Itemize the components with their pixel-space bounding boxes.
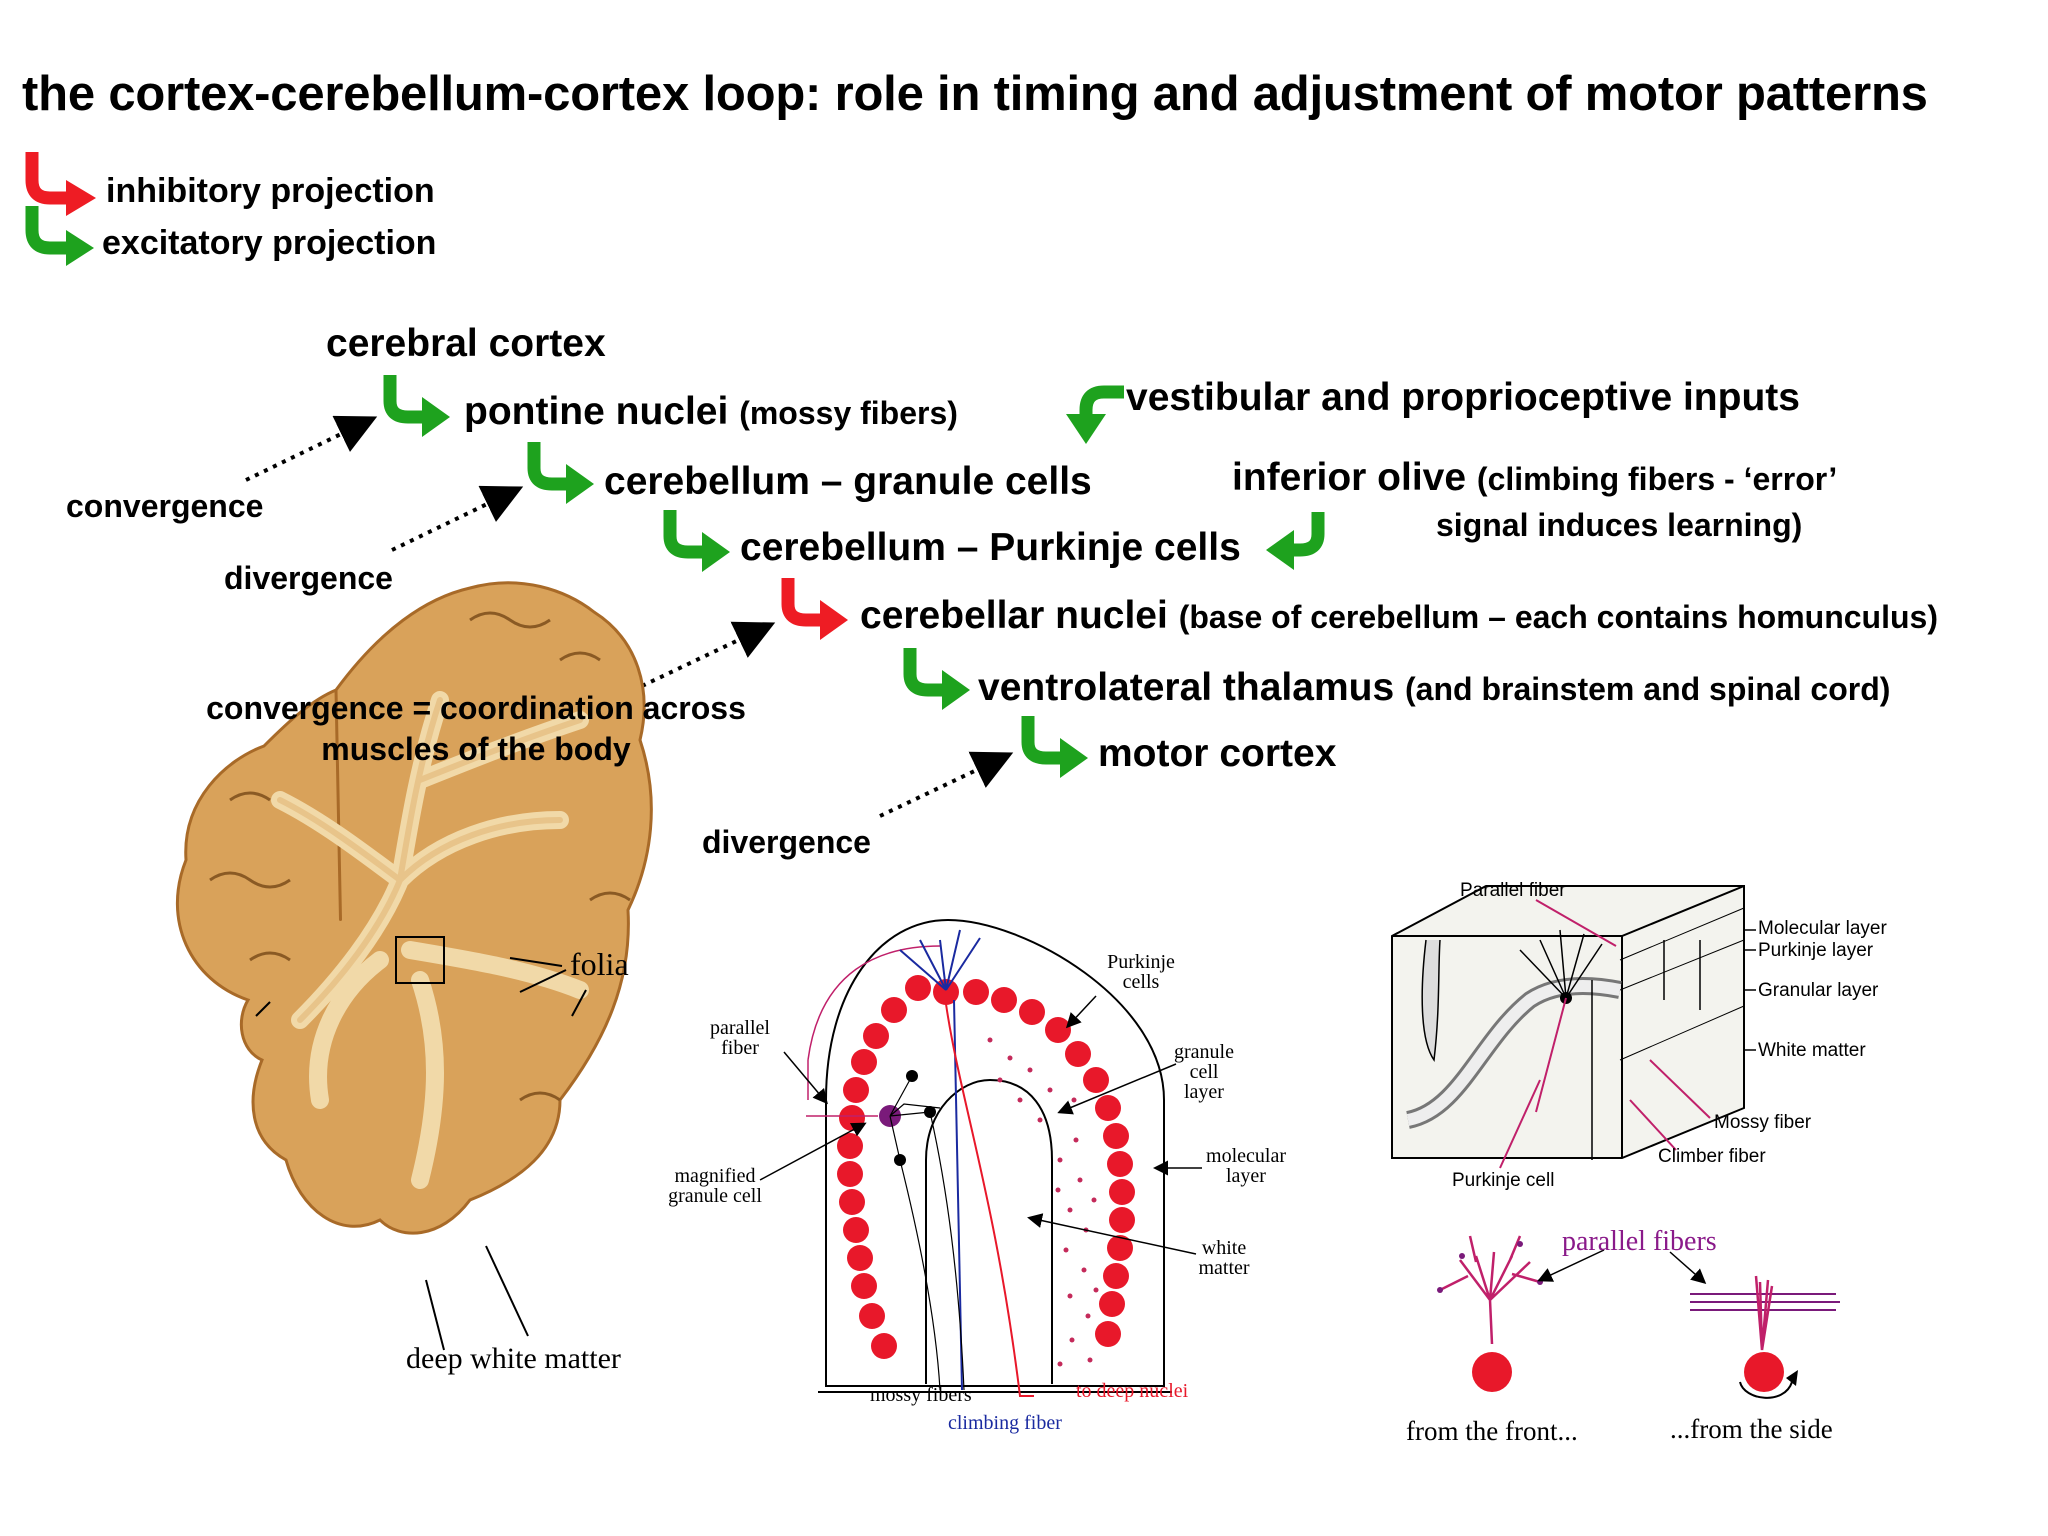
node-cerebellar-nuclei: cerebellar nuclei (base of cerebellum – …	[860, 594, 1938, 638]
node-olive-label: inferior olive	[1232, 456, 1467, 499]
convergence-pointer-1	[245, 415, 378, 482]
fig2-purkinje-line1: Purkinje	[1107, 951, 1175, 973]
node-pontine-nuclei: pontine nuclei (mossy fibers)	[464, 390, 958, 434]
node-olive-sub2: signal induces learning)	[1436, 507, 1803, 543]
excitatory-arrow-thalamus-motor	[1021, 716, 1088, 778]
excitatory-arrow-cortex-pontine	[383, 375, 450, 437]
fig3-white-matter-label: White matter	[1758, 1040, 1866, 1061]
fig3-climber-fiber-label: Climber fiber	[1658, 1146, 1766, 1167]
fig2-granule-line1: granule	[1174, 1041, 1234, 1063]
purkinje-front-view	[1437, 1235, 1543, 1392]
node-vestibular: vestibular and proprioceptive inputs	[1126, 376, 1800, 419]
node-granule-cells: cerebellum – granule cells	[604, 460, 1092, 503]
node-olive-sub1: (climbing fibers - ‘error’	[1476, 461, 1838, 497]
fig3-mossy-fiber-label: Mossy fiber	[1714, 1112, 1812, 1133]
cerebellum-section-image	[176, 581, 653, 1235]
node-cerebral-cortex: cerebral cortex	[326, 322, 606, 365]
divergence-pointer-1	[391, 485, 524, 552]
excitatory-legend-icon	[25, 206, 94, 266]
excitatory-arrow-pontine-granule	[527, 442, 594, 504]
fig2-magnified-line2: granule cell	[668, 1185, 762, 1207]
note-convergence-1: convergence	[66, 488, 264, 524]
node-inferior-olive: inferior olive (climbing fibers - ‘error…	[1232, 456, 1837, 500]
fig2-granule-line3: layer	[1184, 1081, 1224, 1103]
fig2-purkinje-label: Purkinje cells	[1096, 952, 1186, 992]
fig1-folia-label: folia	[570, 946, 629, 982]
fig2-magnified-label: magnified granule cell	[660, 1166, 770, 1206]
fig2-molecular-line2: layer	[1226, 1165, 1266, 1187]
fig2-parallel-line1: parallel	[710, 1017, 770, 1039]
fig2-granule-line2: cell	[1189, 1061, 1219, 1083]
node-thalamus-label: ventrolateral thalamus	[978, 666, 1395, 709]
fig4-side-label: ...from the side	[1670, 1414, 1833, 1444]
fig2-molecular-line1: molecular	[1206, 1145, 1286, 1167]
divergence-pointer-2	[879, 751, 1014, 818]
excitatory-arrow-olive	[1266, 512, 1325, 570]
node-thalamus: ventrolateral thalamus (and brainstem an…	[978, 666, 1890, 710]
note-convergence-2-line2: muscles of the body	[321, 731, 631, 767]
node-pontine-label: pontine nuclei	[464, 390, 729, 433]
note-divergence-2: divergence	[702, 824, 871, 860]
legend-excitatory-label: excitatory projection	[102, 224, 437, 262]
fig2-white-line1: white	[1201, 1237, 1247, 1259]
excitatory-arrow-granule-purkinje	[663, 510, 730, 572]
node-olive-sub-line2: signal induces learning)	[1436, 502, 1802, 546]
fig2-parallel-line2: fiber	[721, 1037, 759, 1059]
fig3-purkinje-cell-label: Purkinje cell	[1452, 1170, 1555, 1191]
node-purkinje-cells: cerebellum – Purkinje cells	[740, 526, 1241, 569]
fig2-magnified-line1: magnified	[674, 1165, 756, 1187]
fig2-mossy-label: mossy fibers	[870, 1384, 972, 1406]
fig2-climbing-label: climbing fiber	[948, 1412, 1062, 1434]
inhibitory-arrow-purkinje-nuclei	[781, 578, 848, 640]
fig2-granule-layer-label: granule cell layer	[1164, 1042, 1244, 1102]
note-divergence-1: divergence	[224, 560, 393, 596]
page-title: the cortex-cerebellum-cortex loop: role …	[22, 67, 1928, 121]
node-motor-cortex: motor cortex	[1098, 732, 1337, 775]
node-pontine-sub: (mossy fibers)	[739, 395, 958, 431]
fig2-purkinje-line2: cells	[1122, 971, 1160, 993]
convergence-pointer-2	[641, 621, 776, 688]
cerebellar-cortex-block	[1391, 885, 1745, 1160]
fig3-granular-layer-label: Granular layer	[1758, 980, 1879, 1001]
fig2-molecular-label: molecular layer	[1198, 1146, 1294, 1186]
fig2-parallel-label: parallel fiber	[700, 1018, 780, 1058]
excitatory-arrow-nuclei-thalamus	[903, 648, 970, 710]
fig4-front-label: from the front...	[1406, 1416, 1578, 1446]
note-convergence-2: convergence = coordination across muscle…	[186, 690, 766, 768]
fig2-white-line2: matter	[1198, 1257, 1250, 1279]
fig2-white-matter-label: white matter	[1186, 1238, 1262, 1278]
note-convergence-2-line1: convergence = coordination across	[206, 690, 746, 726]
excitatory-arrow-vestibular	[1066, 385, 1124, 444]
fig4-parallel-fibers-label: parallel fibers	[1562, 1226, 1717, 1257]
fig3-purkinje-layer-label: Purkinje layer	[1758, 940, 1874, 961]
inhibitory-legend-icon	[25, 152, 96, 216]
legend-inhibitory-label: inhibitory projection	[106, 172, 435, 210]
fig2-to-deep-label: to deep nuclei	[1076, 1380, 1189, 1402]
fig3-parallel-fiber-label: Parallel fiber	[1460, 880, 1566, 901]
purkinje-side-view	[1690, 1275, 1840, 1399]
node-nuclei-sub: (base of cerebellum – each contains homu…	[1178, 599, 1938, 635]
node-thalamus-sub: (and brainstem and spinal cord)	[1405, 671, 1891, 707]
fig1-deep-white-label: deep white matter	[406, 1342, 621, 1375]
fig3-molecular-layer-label: Molecular layer	[1758, 918, 1887, 939]
folium-schematic	[806, 918, 1172, 1397]
node-nuclei-label: cerebellar nuclei	[860, 594, 1168, 637]
